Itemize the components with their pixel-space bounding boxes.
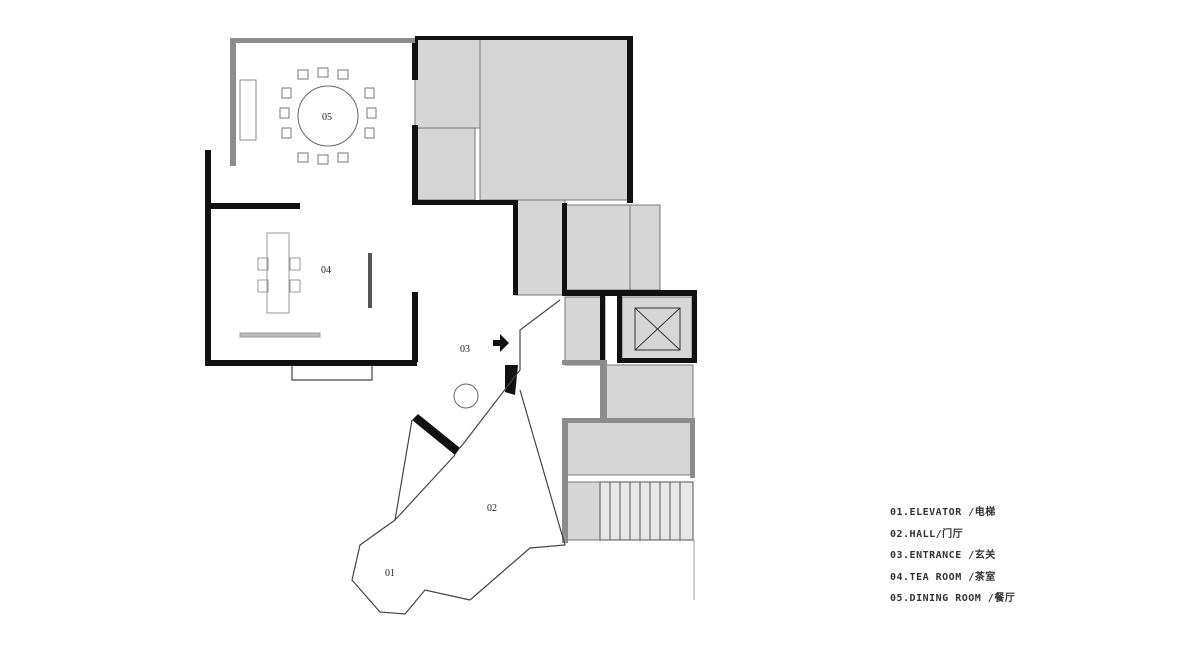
dining-table [239, 67, 377, 165]
tea-table [239, 232, 372, 338]
round-table [453, 383, 479, 409]
shaft [564, 296, 606, 366]
legend-item: 05.DINING ROOM /餐厅 [890, 593, 1016, 604]
service-room [564, 204, 631, 291]
lobby-area [604, 364, 694, 421]
legend-item: 02.HALL/门厅 [890, 528, 964, 540]
bathroom [414, 127, 476, 201]
legend-item: 04.TEA ROOM /茶室 [890, 571, 996, 583]
stair-landing [564, 481, 601, 541]
room-label-02: 02 [487, 503, 497, 514]
service-areas [414, 37, 694, 541]
legend-item: 03.ENTRANCE /玄关 [890, 550, 996, 561]
entry-arrow-icon [493, 334, 509, 352]
room-label-03: 03 [460, 344, 470, 355]
walls [205, 36, 697, 455]
stairs [599, 481, 694, 541]
elevator-shaft-mark [634, 307, 681, 351]
room-label-05: 05 [322, 112, 332, 123]
service-closet [629, 204, 661, 291]
landing-area [564, 419, 694, 476]
room-label-04: 04 [321, 265, 331, 276]
partitions [230, 38, 695, 543]
legend: 01.ELEVATOR /电梯 02.HALL/门厅 03.ENTRANCE /… [890, 502, 1015, 610]
legend-item: 01.ELEVATOR /电梯 [890, 507, 996, 518]
corridor [514, 199, 566, 296]
kitchen-main [479, 37, 631, 201]
outlines [291, 299, 566, 615]
room-label-01: 01 [385, 568, 395, 579]
